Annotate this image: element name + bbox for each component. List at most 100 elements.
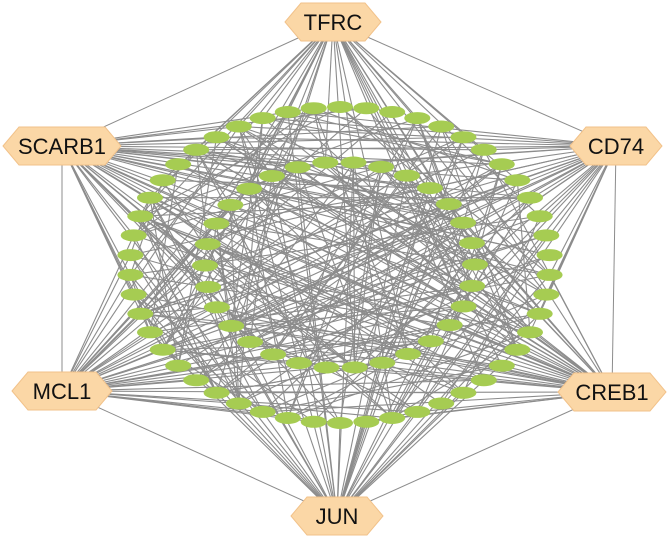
edge [61,166,382,392]
target-node [379,412,406,424]
edge [339,166,382,424]
edge [133,166,382,236]
edge [129,274,151,333]
hub-link [336,391,613,517]
hub-label: CREB1 [575,380,648,405]
hub-link [332,21,617,147]
hub-label: TFRC [304,10,363,35]
edge [139,215,206,266]
target-node [203,386,230,399]
edge [207,243,393,419]
edge [271,107,315,177]
edge [195,149,231,206]
edge [149,197,383,364]
target-node [300,102,327,115]
edge [336,242,473,517]
target-node [536,249,563,262]
edge [516,180,531,333]
target-node [127,210,154,223]
edge [325,162,449,205]
edge [231,305,464,327]
edge [287,111,502,165]
edge [162,274,550,351]
edge [207,223,217,287]
edge [313,108,326,163]
edge [462,222,613,393]
target-node [203,217,230,230]
edge [248,188,289,419]
edge [61,145,356,368]
edge [140,215,432,342]
target-node [300,415,327,428]
target-node [217,198,244,211]
edge [271,21,334,177]
target-node [225,397,252,410]
edge [139,215,218,394]
edge [139,215,240,404]
target-node [327,417,353,429]
hub-label: SCARB1 [18,134,106,159]
target-node [117,268,144,281]
target-node [462,258,488,271]
edge [230,118,264,326]
edge [231,325,502,367]
edge [61,235,135,392]
edge [380,166,547,296]
edge [238,254,550,404]
edge [271,175,613,393]
target-node [237,335,264,348]
hub-node-scarb1: SCARB1 [2,126,122,166]
target-node [450,216,477,229]
edge [130,274,450,326]
target-node [404,112,431,125]
edge [336,362,383,517]
target-node [533,229,560,242]
edge [332,21,547,295]
target-node [120,229,147,242]
edge [195,149,209,245]
target-node [192,259,218,272]
edge [391,145,617,419]
edge [149,285,473,333]
edge [207,243,503,367]
edge [336,175,408,517]
edge [354,366,418,413]
edge [238,126,328,368]
edge [140,117,418,217]
target-node [526,307,553,320]
edge [196,149,298,168]
hub-node-tfrc: TFRC [284,2,382,42]
edge [129,197,151,256]
edge [271,175,449,205]
target-node [470,143,497,156]
target-node [488,359,515,372]
target-node [327,101,353,113]
target-node [137,326,163,339]
target-nodes [117,101,563,429]
target-node [450,386,477,399]
edge [177,203,450,367]
target-node [450,300,477,313]
target-node [533,288,560,301]
target-node [393,169,420,182]
edge [272,175,408,355]
hub-shape [284,2,382,42]
hub-links [61,21,617,517]
target-node [458,237,485,250]
edge [272,117,418,355]
target-node [284,161,311,174]
edge [61,305,464,392]
target-node [149,343,176,356]
hub-shape [569,126,663,166]
hub-shape [2,126,122,166]
target-node [258,170,285,182]
target-node [395,348,422,360]
edge [130,254,613,393]
edge [61,340,431,392]
hub-label: JUN [316,504,359,529]
edge [238,126,273,177]
target-node [203,301,230,314]
target-node [435,198,462,211]
edge [416,180,518,413]
target-node [165,158,192,171]
